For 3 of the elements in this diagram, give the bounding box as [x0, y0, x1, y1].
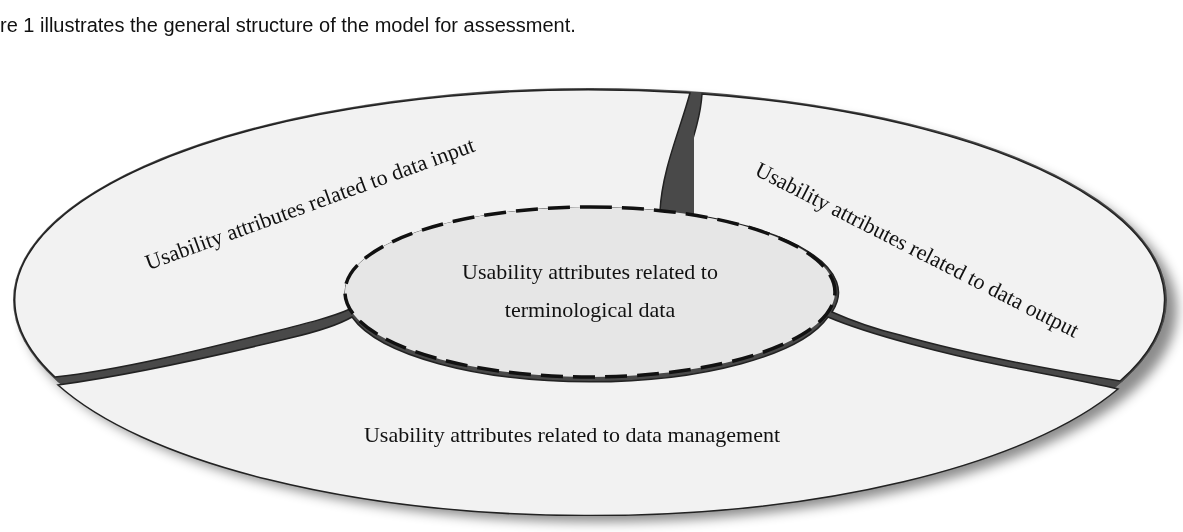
- segment-label: Usability attributes related to terminological data: [461, 258, 719, 324]
- intro-sentence: re 1 illustrates the general structure of the model for assessment.: [0, 14, 576, 37]
- segment-label: Usability attributes related to data management: [364, 422, 780, 448]
